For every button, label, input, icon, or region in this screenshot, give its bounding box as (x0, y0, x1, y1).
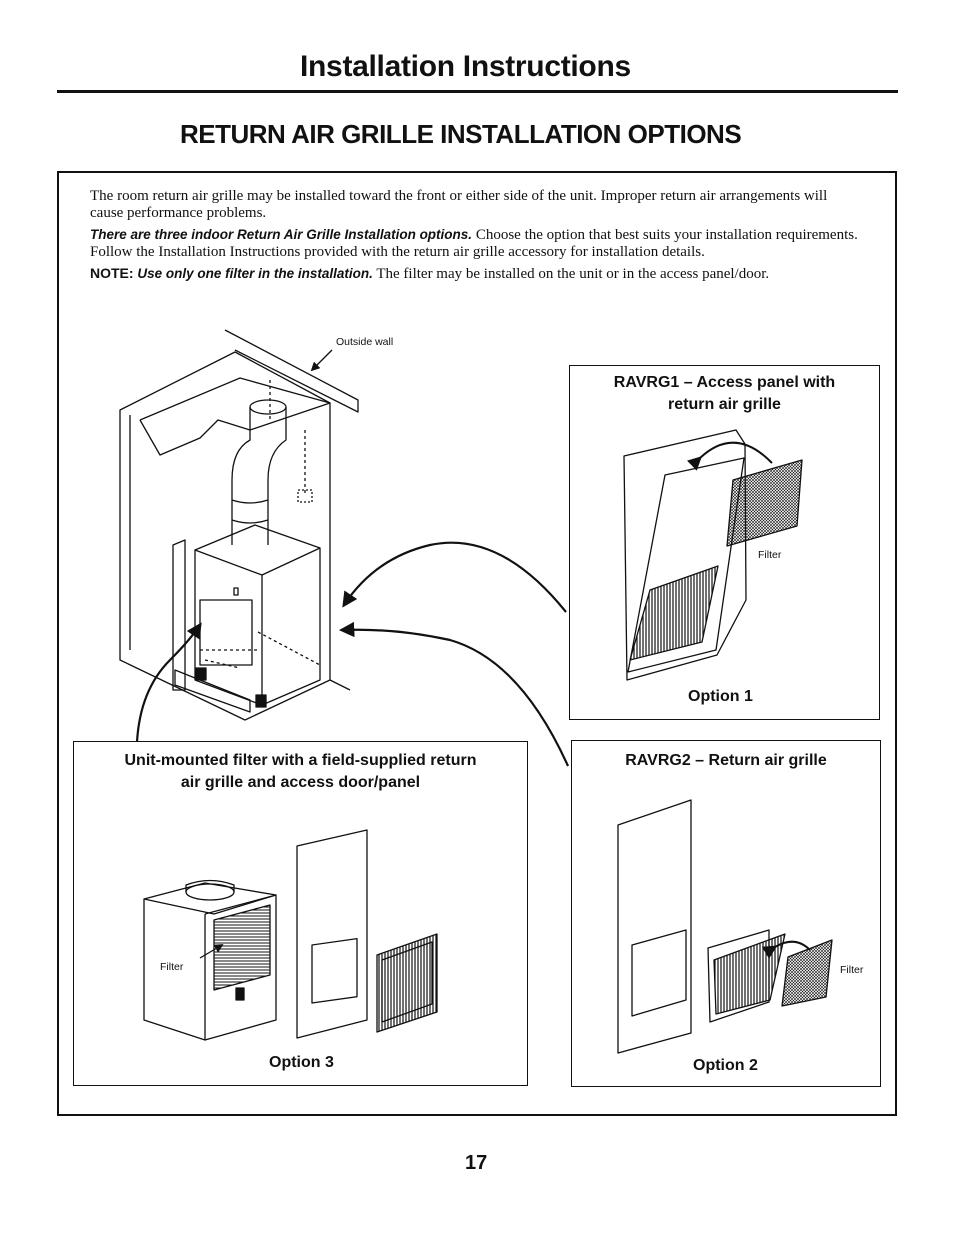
outside-wall-label: Outside wall (336, 336, 394, 348)
page-title: Installation Instructions (300, 50, 631, 83)
option1-title: RAVRG1 – Access panel with return air gr… (570, 372, 879, 416)
intro-text: The room return air grille may be instal… (90, 188, 860, 287)
option2-arrow (338, 621, 570, 767)
option1-title-line2: return air grille (668, 396, 781, 413)
option1-illustration (623, 429, 803, 681)
option2-illustration (617, 799, 833, 1054)
option2-label: Option 2 (693, 1057, 758, 1074)
note-emphasis: Use only one filter in the installation. (133, 266, 373, 281)
option1-label: Option 1 (688, 688, 753, 705)
option3-title: Unit-mounted filter with a field-supplie… (74, 750, 527, 794)
option2-box: RAVRG2 – Return air grille (571, 740, 881, 1087)
note-text: The filter may be installed on the unit … (372, 266, 770, 282)
intro-paragraph-1: The room return air grille may be instal… (90, 188, 828, 221)
option2-filter-label: Filter (840, 964, 864, 976)
option3-box: Unit-mounted filter with a field-supplie… (73, 741, 528, 1086)
options-text: Choose the option that best suits your i… (90, 227, 858, 260)
closet-unit-diagram (119, 329, 359, 721)
option2-title: RAVRG2 – Return air grille (625, 752, 827, 769)
option3-arrow (135, 622, 202, 743)
note-label: NOTE: (90, 265, 134, 281)
content-frame (57, 171, 897, 1116)
intro-paragraph-3: NOTE: Use only one filter in the install… (90, 265, 860, 283)
option3-label: Option 3 (269, 1054, 334, 1071)
intro-paragraph-2: There are three indoor Return Air Grille… (90, 226, 860, 261)
option3-title-line1: Unit-mounted filter with a field-supplie… (124, 752, 477, 769)
option1-title-line1: RAVRG1 – Access panel with (613, 374, 836, 391)
option1-filter-label: Filter (758, 549, 782, 561)
option3-title-line2: air grille and access door/panel (180, 774, 421, 791)
outside-wall-leader (310, 349, 333, 372)
option1-box: RAVRG1 – Access panel with return air gr… (569, 365, 880, 720)
options-emphasis: There are three indoor Return Air Grille… (90, 227, 473, 242)
header-rule (57, 90, 898, 93)
option1-arrow (342, 541, 567, 613)
option3-filter-label: Filter (160, 961, 184, 973)
section-title: RETURN AIR GRILLE INSTALLATION OPTIONS (180, 119, 742, 149)
option3-illustration (143, 829, 438, 1041)
page-number: 17 (465, 1152, 488, 1174)
